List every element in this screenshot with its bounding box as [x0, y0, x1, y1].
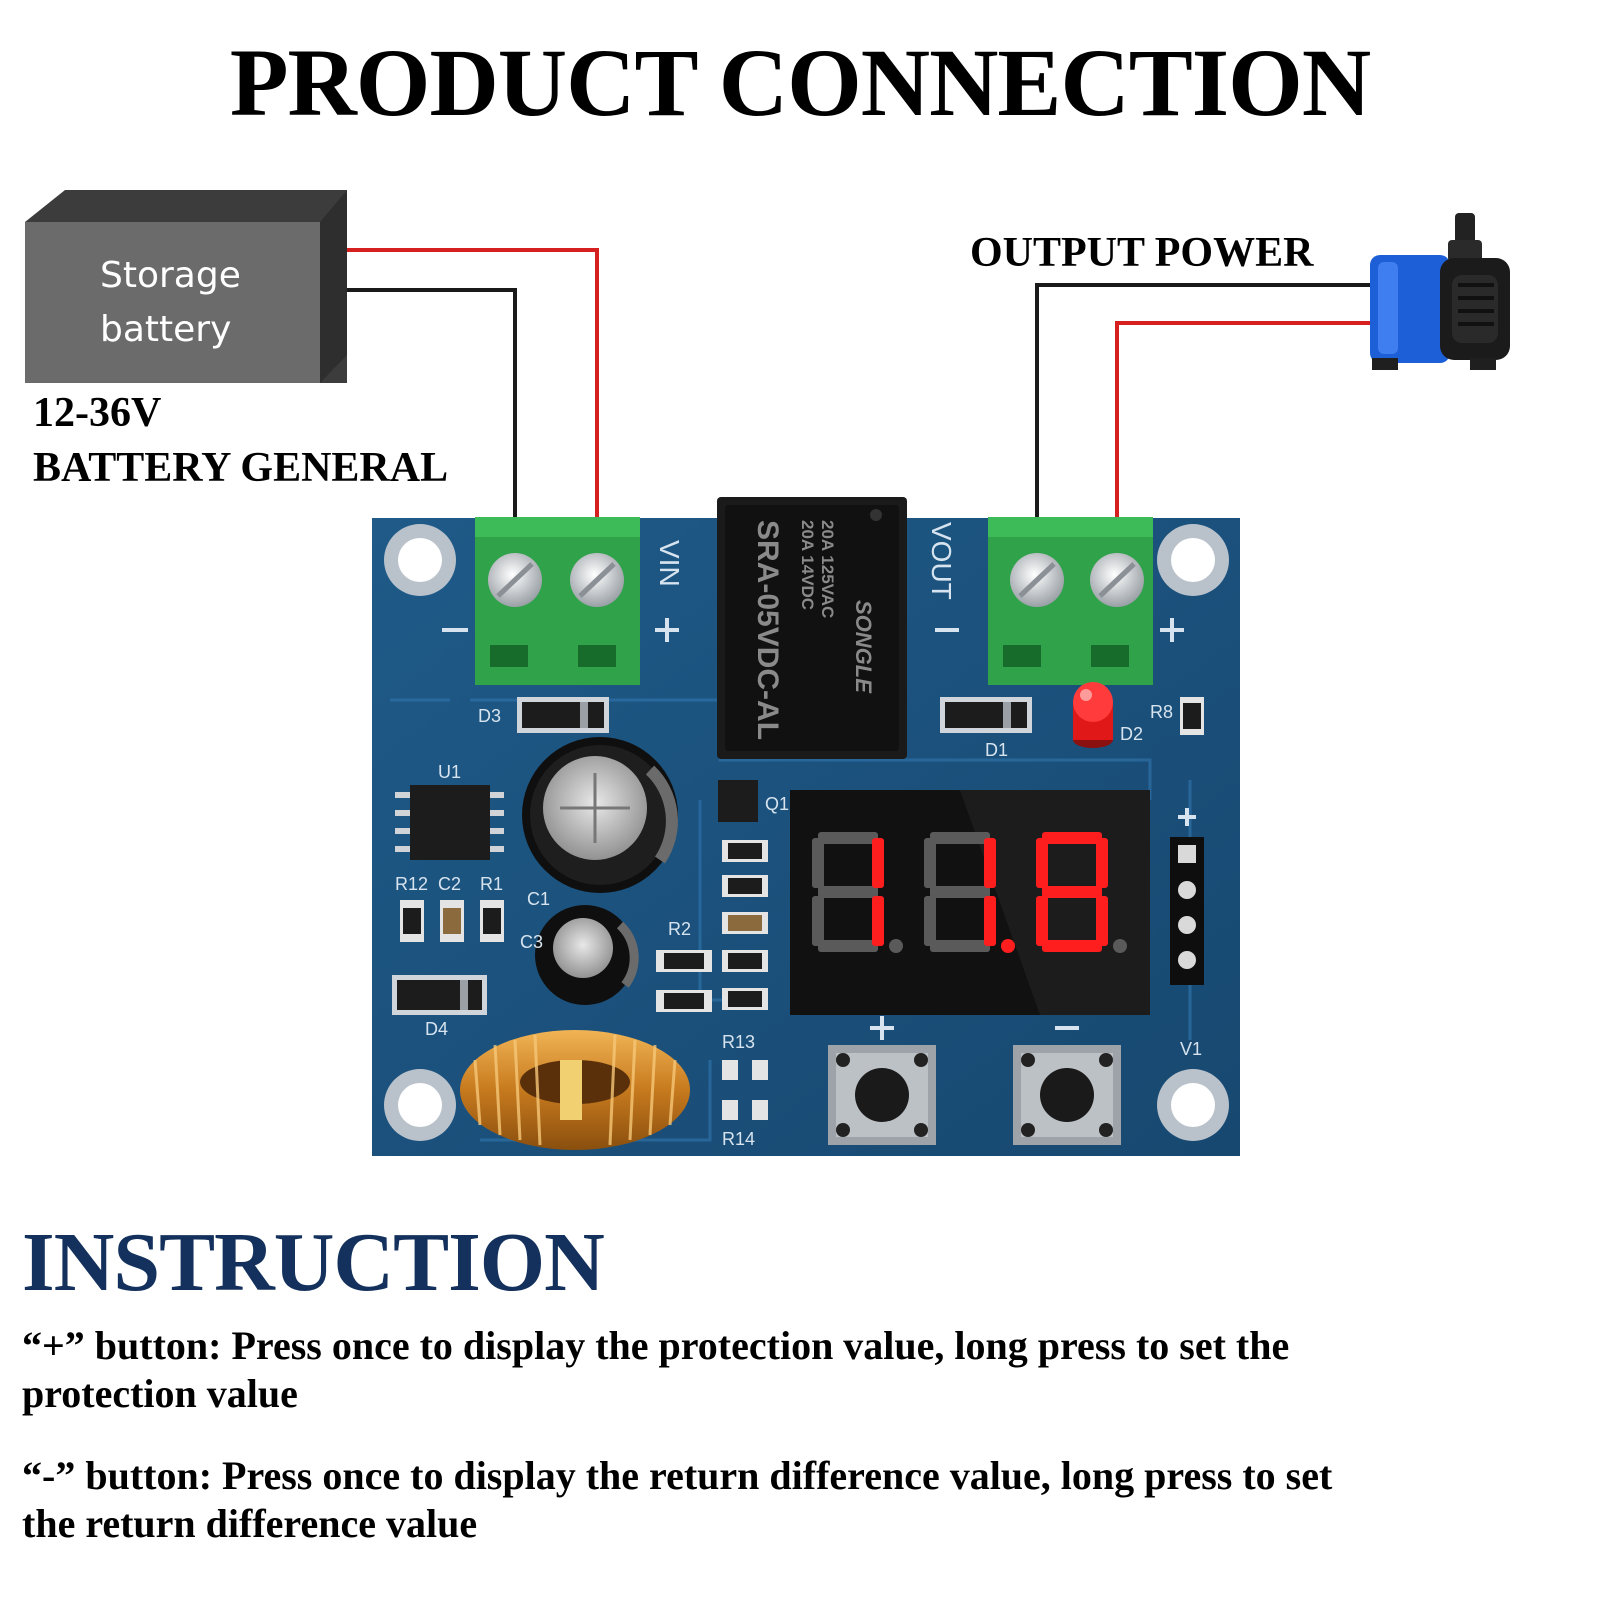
display-segment — [818, 886, 878, 898]
relay-brand-text: SONGLE — [851, 600, 876, 694]
display-segment — [930, 940, 990, 952]
display-segment — [1042, 832, 1102, 844]
display-segment — [1042, 886, 1102, 898]
mounting-hole — [1157, 1069, 1229, 1141]
diode-d4 — [392, 975, 487, 1015]
chip-u1 — [395, 785, 504, 860]
display-segment — [818, 940, 878, 952]
input-black-wire — [347, 288, 517, 565]
polarity-marks — [442, 618, 1184, 642]
label-r8: R8 — [1150, 702, 1173, 722]
page-title: PRODUCT CONNECTION — [229, 29, 1371, 136]
plus-instruction-line2: protection value — [22, 1371, 298, 1416]
display-decimal-point — [1113, 939, 1127, 953]
display-decimal-point — [889, 939, 903, 953]
label-r14: R14 — [722, 1129, 755, 1149]
plus-button[interactable] — [828, 1016, 936, 1145]
label-r13: R13 — [722, 1032, 755, 1052]
label-c3: C3 — [520, 932, 543, 952]
plus-instruction-line1: “+” button: Press once to display the pr… — [22, 1323, 1290, 1368]
mounting-hole — [1157, 524, 1229, 596]
output-red-wire — [1115, 321, 1370, 565]
display-segment — [872, 838, 884, 888]
vin-label: VIN — [654, 540, 685, 587]
seven-segment-display — [790, 790, 1150, 1015]
diode-d3 — [517, 697, 609, 733]
label-c2: C2 — [438, 874, 461, 894]
label-d4: D4 — [425, 1019, 448, 1039]
display-segment — [930, 886, 990, 898]
display-segment — [924, 896, 936, 946]
label-q1: Q1 — [765, 794, 789, 814]
minus-instruction-line2: the return difference value — [22, 1501, 478, 1546]
mounting-hole — [384, 1069, 456, 1141]
input-red-wire — [347, 248, 599, 565]
label-d1: D1 — [985, 740, 1008, 760]
display-segment — [1036, 838, 1048, 888]
label-r1: R1 — [480, 874, 503, 894]
display-segment — [812, 896, 824, 946]
display-segment — [930, 832, 990, 844]
display-segment — [818, 832, 878, 844]
instruction-title: INSTRUCTION — [22, 1216, 605, 1309]
display-decimal-point — [1001, 939, 1015, 953]
relay: SRA-05VDC-AL 20A 14VDC 20A 125VAC SONGLE — [717, 497, 907, 759]
input-terminal-block — [475, 517, 640, 685]
display-segment — [924, 838, 936, 888]
storage-battery — [25, 190, 347, 383]
resistor-r8 — [1180, 697, 1204, 735]
relay-rating2-text: 20A 125VAC — [818, 520, 837, 618]
smd-components-middle — [656, 780, 768, 1120]
display-segment — [1096, 838, 1108, 888]
label-v1: V1 — [1180, 1039, 1202, 1059]
label-u1: U1 — [438, 762, 461, 782]
electrolytic-capacitor-large — [522, 737, 678, 893]
vout-label: VOUT — [926, 522, 957, 600]
toroid-inductor — [460, 1030, 690, 1150]
minus-button[interactable] — [1013, 1026, 1121, 1145]
electrolytic-capacitor-small — [535, 905, 639, 1005]
water-pump-icon — [1370, 213, 1510, 370]
mounting-hole — [384, 524, 456, 596]
smd-components-left — [400, 900, 504, 942]
display-segment — [1042, 940, 1102, 952]
display-segment — [872, 896, 884, 946]
pin-header — [1170, 808, 1204, 985]
minus-instruction-line1: “-” button: Press once to display the re… — [22, 1453, 1333, 1498]
output-black-wire — [1035, 283, 1370, 565]
battery-label-line2: battery — [100, 309, 232, 350]
display-segment — [812, 838, 824, 888]
led-indicator — [1073, 682, 1113, 748]
display-segment — [984, 896, 996, 946]
battery-voltage-label: 12-36V — [33, 390, 162, 436]
diode-d1 — [940, 697, 1032, 733]
label-r12: R12 — [395, 874, 428, 894]
battery-type-label: BATTERY GENERAL — [33, 445, 449, 491]
display-segment — [984, 838, 996, 888]
relay-model-text: SRA-05VDC-AL — [751, 520, 784, 740]
label-d3: D3 — [478, 706, 501, 726]
display-segment — [1036, 896, 1048, 946]
label-d2: D2 — [1120, 724, 1143, 744]
label-r2: R2 — [668, 919, 691, 939]
battery-label-line1: Storage — [100, 255, 241, 296]
output-terminal-block — [988, 517, 1153, 685]
relay-rating1-text: 20A 14VDC — [798, 520, 817, 610]
output-power-label: OUTPUT POWER — [970, 230, 1314, 276]
label-c1: C1 — [527, 889, 550, 909]
display-segment — [1096, 896, 1108, 946]
